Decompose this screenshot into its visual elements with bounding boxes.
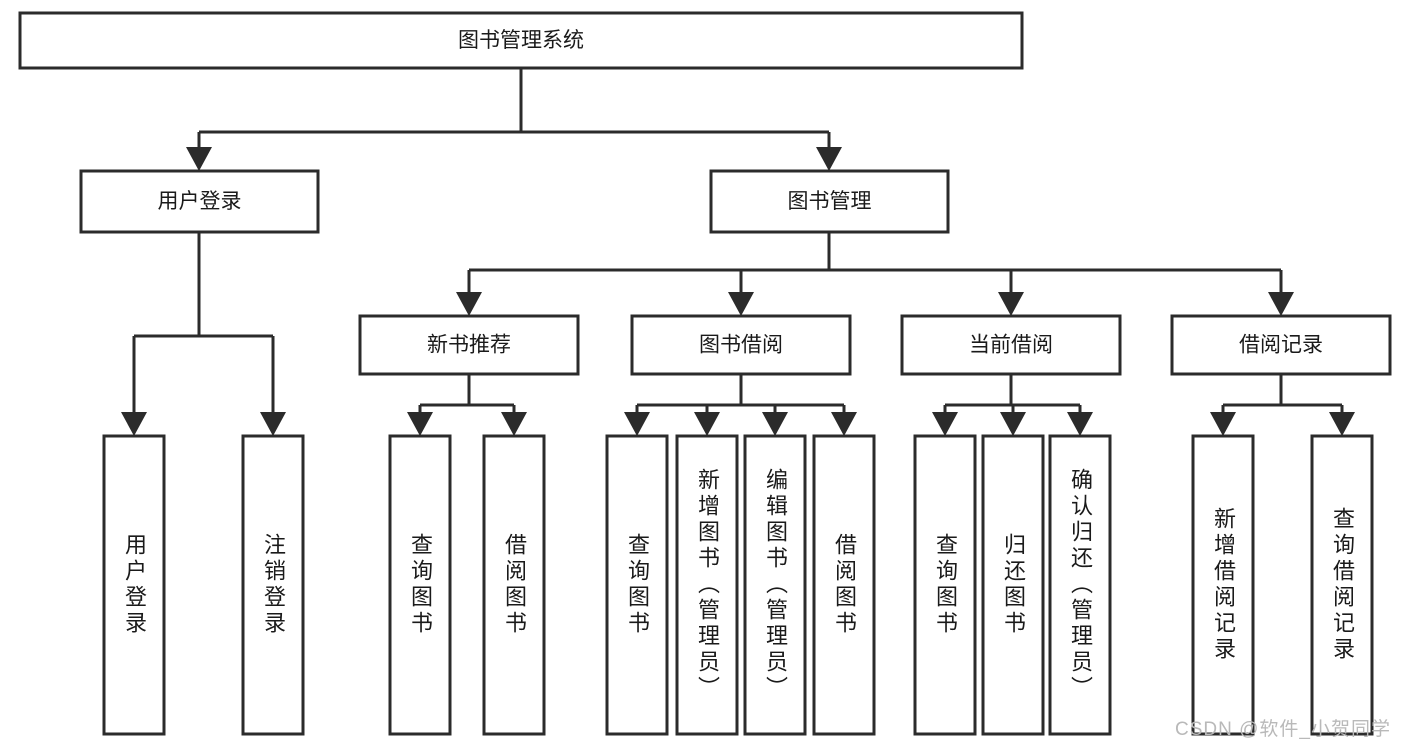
node-label-user-login: 用户登录 — [158, 190, 242, 213]
node-box-borrow-record[interactable] — [1170, 314, 1392, 376]
node-box-leaf-borrow-book-rec[interactable] — [482, 434, 546, 736]
node-box-leaf-query-book-borrow[interactable] — [605, 434, 669, 736]
node-leaf-logout[interactable] — [241, 434, 305, 736]
node-leaf-query-book-borrow[interactable] — [605, 434, 669, 736]
node-label-borrow-record: 借阅记录 — [1239, 334, 1323, 357]
node-leaf-borrow-book[interactable] — [812, 434, 876, 736]
node-box-leaf-borrow-book[interactable] — [812, 434, 876, 736]
node-box-user-login[interactable] — [79, 169, 320, 234]
node-box-current-borrow[interactable] — [900, 314, 1122, 376]
node-label-book-borrow: 图书借阅 — [699, 334, 783, 357]
node-leaf-query-record[interactable] — [1310, 434, 1374, 736]
node-box-leaf-query-book-cur[interactable] — [913, 434, 977, 736]
node-label-current-borrow: 当前借阅 — [969, 334, 1053, 357]
node-current-borrow[interactable]: 当前借阅 — [900, 314, 1122, 376]
node-user-login[interactable]: 用户登录 — [79, 169, 320, 234]
node-box-new-book-recommend[interactable] — [358, 314, 580, 376]
connector-root-bus — [186, 68, 842, 171]
node-leaf-edit-book[interactable] — [743, 434, 807, 736]
node-borrow-record[interactable]: 借阅记录 — [1170, 314, 1392, 376]
node-leaf-query-book-cur[interactable] — [913, 434, 977, 736]
node-box-leaf-edit-book[interactable] — [743, 434, 807, 736]
node-box-leaf-query-record[interactable] — [1310, 434, 1374, 736]
node-box-leaf-add-record[interactable] — [1191, 434, 1255, 736]
node-box-leaf-user-login[interactable] — [102, 434, 166, 736]
node-box-leaf-add-book[interactable] — [675, 434, 739, 736]
node-leaf-add-book[interactable] — [675, 434, 739, 736]
connector-user-login-bus — [121, 232, 286, 436]
node-leaf-add-record[interactable] — [1191, 434, 1255, 736]
connector-book-manage-bus — [456, 232, 1294, 316]
connector-book-borrow-bus — [624, 374, 857, 436]
node-leaf-confirm-return[interactable] — [1048, 434, 1112, 736]
node-leaf-query-book-rec[interactable] — [388, 434, 452, 736]
connector-borrow-record-bus — [1210, 374, 1355, 436]
node-book-borrow[interactable]: 图书借阅 — [630, 314, 852, 376]
node-new-book-recommend[interactable]: 新书推荐 — [358, 314, 580, 376]
node-leaf-user-login[interactable] — [102, 434, 166, 736]
connector-new-book-bus — [407, 374, 527, 436]
node-box-book-borrow[interactable] — [630, 314, 852, 376]
node-root[interactable]: 图书管理系统 — [18, 11, 1024, 70]
node-leaf-return-book[interactable] — [981, 434, 1045, 736]
node-book-manage[interactable]: 图书管理 — [709, 169, 950, 234]
node-leaf-borrow-book-rec[interactable] — [482, 434, 546, 736]
connector-current-borrow-bus — [932, 374, 1093, 436]
node-label-new-book-recommend: 新书推荐 — [427, 334, 511, 357]
node-label-book-manage: 图书管理 — [788, 190, 872, 213]
node-box-leaf-query-book-rec[interactable] — [388, 434, 452, 736]
node-box-leaf-return-book[interactable] — [981, 434, 1045, 736]
node-box-leaf-logout[interactable] — [241, 434, 305, 736]
node-box-root[interactable] — [18, 11, 1024, 70]
node-box-book-manage[interactable] — [709, 169, 950, 234]
node-label-root: 图书管理系统 — [458, 29, 584, 52]
node-box-leaf-confirm-return[interactable] — [1048, 434, 1112, 736]
connector-layer — [121, 68, 1355, 436]
